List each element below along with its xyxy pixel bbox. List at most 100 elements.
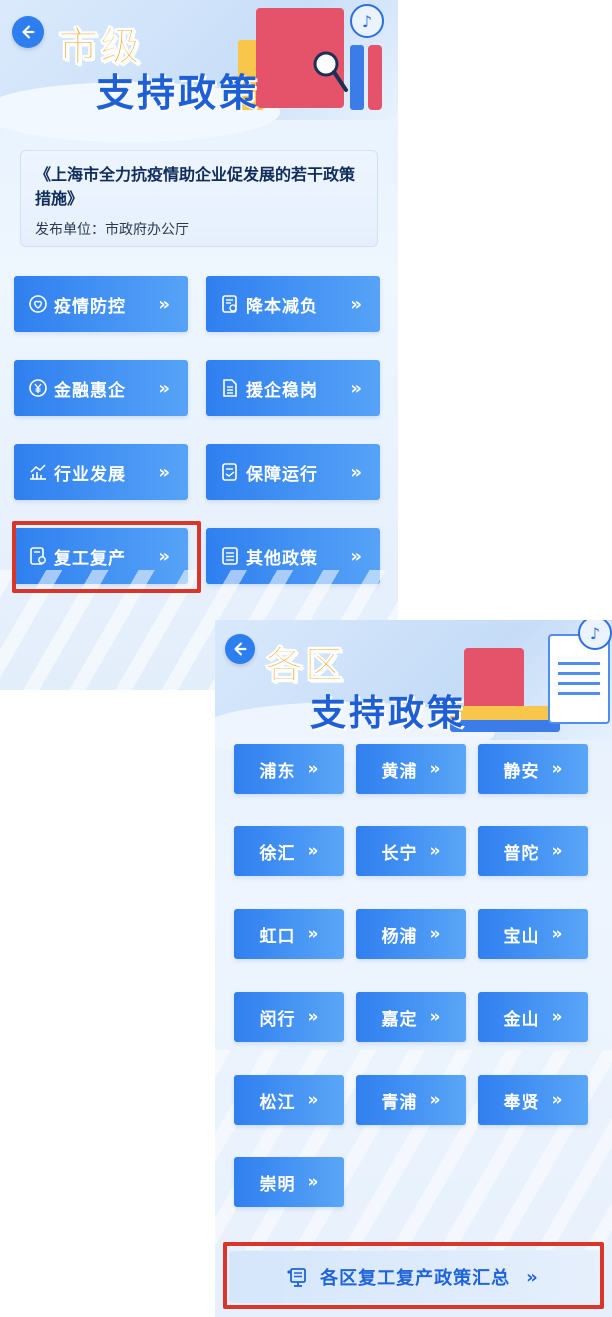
chevron-right-icon: » (429, 1007, 441, 1027)
doc-list-icon (220, 546, 240, 566)
chevron-right-icon: » (307, 1172, 319, 1192)
district-button-xuhui[interactable]: 徐汇 » (234, 826, 344, 876)
arrow-left-icon (22, 25, 35, 39)
category-label: 金融惠企 (54, 380, 126, 401)
district-button-baoshan[interactable]: 宝山 » (478, 909, 588, 959)
category-label: 行业发展 (54, 464, 126, 485)
district-button-putuo[interactable]: 普陀 » (478, 826, 588, 876)
district-label: 静安 (503, 761, 540, 782)
category-button-cost-reduction[interactable]: 降本减负 » (206, 276, 380, 332)
chevron-right-icon: » (350, 377, 362, 399)
district-label: 松江 (259, 1092, 296, 1113)
category-label: 其他政策 (246, 548, 318, 569)
presentation-board-icon (287, 1268, 307, 1287)
district-button-minhang[interactable]: 闵行 » (234, 992, 344, 1042)
chevron-right-icon: » (307, 1007, 319, 1027)
district-label: 崇明 (259, 1174, 296, 1195)
city-hero-title-line2: 支持政策 (96, 71, 261, 115)
chevron-right-icon: » (429, 1090, 441, 1110)
city-hero-title-line1: 市级 (58, 24, 142, 71)
district-button-yangpu[interactable]: 杨浦 » (356, 909, 466, 959)
district-label: 普陀 (503, 843, 540, 864)
district-button-qingpu[interactable]: 青浦 » (356, 1075, 466, 1125)
chart-up-icon (28, 462, 48, 482)
district-hero-illustration: ♪ (450, 620, 612, 740)
district-label: 虹口 (259, 926, 296, 947)
chevron-right-icon: » (307, 759, 319, 779)
magnifier-icon (313, 51, 348, 92)
heart-plus-icon (28, 294, 48, 314)
arrow-left-icon (234, 642, 247, 656)
category-button-job-support[interactable]: 援企稳岗 » (206, 360, 380, 416)
category-label: 复工复产 (54, 548, 126, 569)
list-check-icon (220, 378, 240, 398)
music-disc-icon: ♪ (578, 620, 612, 650)
district-label: 徐汇 (259, 843, 296, 864)
chevron-right-icon: » (158, 293, 170, 315)
policy-issuer: 发布单位：市政府办公厅 (35, 222, 189, 238)
district-label: 嘉定 (381, 1009, 418, 1030)
chevron-right-icon: » (307, 1090, 319, 1110)
district-label: 闵行 (259, 1009, 296, 1030)
music-disc-icon: ♪ (350, 4, 384, 38)
chevron-right-icon: » (307, 841, 319, 861)
district-label: 浦东 (259, 761, 296, 782)
summary-label: 各区复工复产政策汇总 (320, 1268, 511, 1289)
district-policy-panel: 各区 支持政策 ♪ 浦东 » 黄浦 » 静安 » 徐汇 » 长宁 » (215, 620, 612, 1317)
district-button-chongming[interactable]: 崇明 » (234, 1157, 344, 1207)
chevron-right-icon: » (429, 924, 441, 944)
district-label: 长宁 (381, 843, 418, 864)
district-label: 宝山 (503, 926, 540, 947)
chevron-right-icon: » (526, 1266, 538, 1288)
chevron-right-icon: » (307, 924, 319, 944)
district-label: 黄浦 (381, 761, 418, 782)
district-button-jingan[interactable]: 静安 » (478, 744, 588, 794)
city-back-button[interactable] (12, 16, 44, 48)
city-hero-illustration: ♪ (230, 0, 398, 120)
chevron-right-icon: » (551, 1090, 563, 1110)
category-button-epidemic-control[interactable]: 疫情防控 » (14, 276, 188, 332)
category-button-finance[interactable]: 金融惠企 » (14, 360, 188, 416)
district-label: 杨浦 (381, 926, 418, 947)
district-button-songjiang[interactable]: 松江 » (234, 1075, 344, 1125)
district-button-huangpu[interactable]: 黄浦 » (356, 744, 466, 794)
category-button-operation[interactable]: 保障运行 » (206, 444, 380, 500)
district-hero-title-line2: 支持政策 (310, 693, 467, 734)
district-label: 奉贤 (503, 1092, 540, 1113)
category-label: 援企稳岗 (246, 380, 318, 401)
chevron-right-icon: » (350, 293, 362, 315)
category-button-industry[interactable]: 行业发展 » (14, 444, 188, 500)
chevron-right-icon: » (429, 841, 441, 861)
district-button-fengxian[interactable]: 奉贤 » (478, 1075, 588, 1125)
policy-title: 《上海市全力抗疫情助企业促发展的若干政策措施》 (35, 165, 356, 208)
yuan-circle-icon (28, 378, 48, 398)
district-button-pudong[interactable]: 浦东 » (234, 744, 344, 794)
category-label: 保障运行 (246, 464, 318, 485)
district-label: 金山 (503, 1009, 540, 1030)
summary-button[interactable]: 各区复工复产政策汇总 » (229, 1251, 595, 1303)
chevron-right-icon: » (551, 841, 563, 861)
district-label: 青浦 (381, 1092, 418, 1113)
chevron-right-icon: » (350, 545, 362, 567)
document-yuan-icon (220, 294, 240, 314)
chevron-right-icon: » (429, 759, 441, 779)
district-button-jinshan[interactable]: 金山 » (478, 992, 588, 1042)
district-hero-title-line1: 各区 (264, 643, 346, 688)
district-button-changning[interactable]: 长宁 » (356, 826, 466, 876)
district-button-hongkou[interactable]: 虹口 » (234, 909, 344, 959)
policy-card[interactable]: 《上海市全力抗疫情助企业促发展的若干政策措施》 发布单位：市政府办公厅 (20, 150, 378, 247)
chevron-right-icon: » (350, 461, 362, 483)
chevron-right-icon: » (551, 759, 563, 779)
chevron-right-icon: » (158, 545, 170, 567)
category-label: 疫情防控 (54, 296, 126, 317)
category-label: 降本减负 (246, 296, 318, 317)
chevron-right-icon: » (158, 461, 170, 483)
chevron-right-icon: » (551, 924, 563, 944)
doc-gear-icon (28, 546, 48, 566)
chevron-right-icon: » (551, 1007, 563, 1027)
district-back-button[interactable] (225, 634, 255, 664)
district-button-jiading[interactable]: 嘉定 » (356, 992, 466, 1042)
chevron-right-icon: » (158, 377, 170, 399)
city-policy-panel: 市级 支持政策 ♪ 《上海市全力抗疫情助企业促发展的若干政策措施》 发布单位：市… (0, 0, 398, 690)
